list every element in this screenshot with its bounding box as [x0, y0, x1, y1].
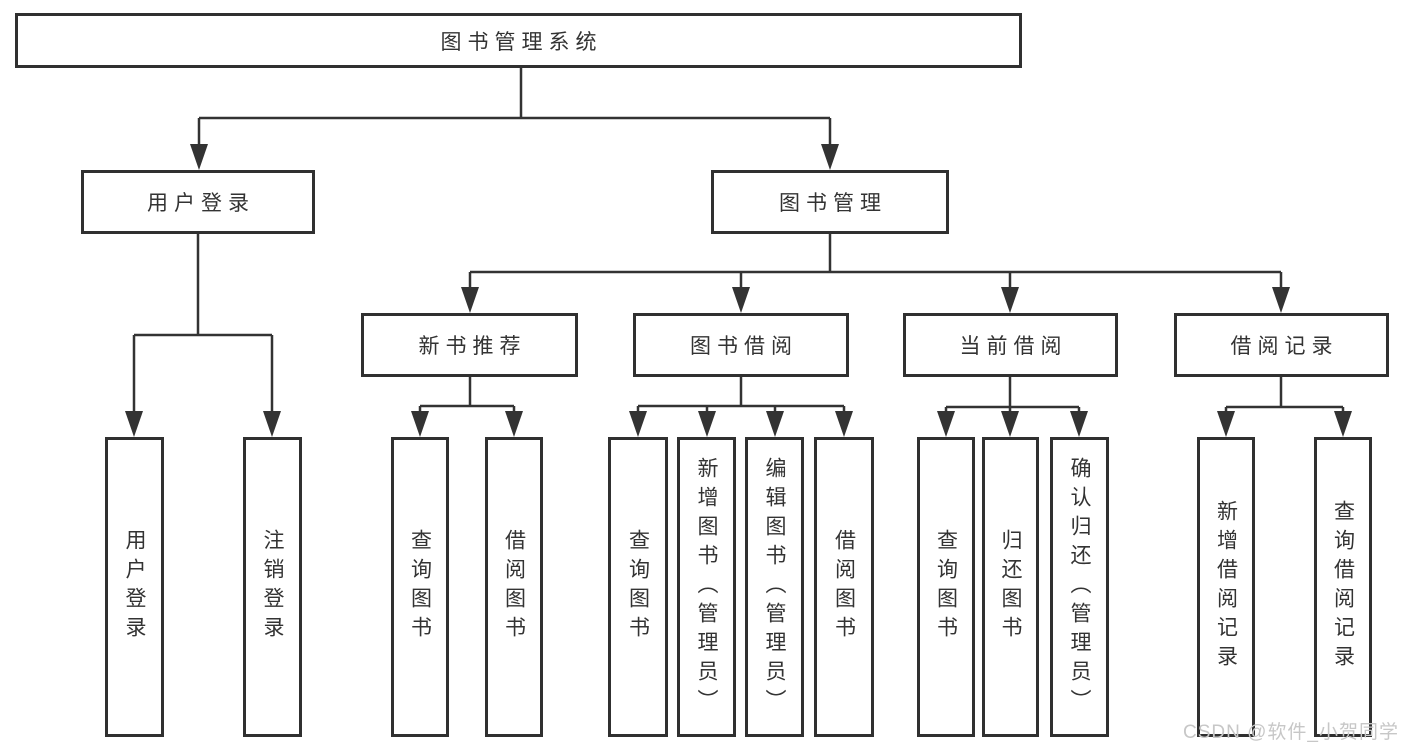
- node-box-leaf-borrow-books-recommend: 借阅图书: [485, 437, 543, 737]
- node-box-leaf-confirm-return-admin: 确认归还（管理员）: [1050, 437, 1109, 737]
- node-box-leaf-borrow-books: 借阅图书: [814, 437, 874, 737]
- node-label-leaf-edit-books-admin: 编辑图书（管理员）: [763, 456, 786, 718]
- node-box-leaf-user-login: 用户登录: [105, 437, 164, 737]
- node-label-current-borrow: 当前借阅: [959, 335, 1068, 358]
- connector-user-login-to-leaves: [125, 234, 281, 437]
- node-box-user-login: 用户登录: [81, 170, 315, 234]
- node-box-leaf-add-books-admin: 新增图书（管理员）: [677, 437, 736, 737]
- node-box-borrow-records: 借阅记录: [1174, 313, 1389, 377]
- node-label-borrow-records: 借阅记录: [1230, 335, 1339, 358]
- node-label-leaf-query-books-borrow: 查询图书: [626, 529, 650, 645]
- node-box-book-management: 图书管理: [711, 170, 949, 234]
- node-label-library-management-system: 图书管理系统: [440, 30, 603, 54]
- node-box-library-management-system: 图书管理系统: [15, 13, 1022, 68]
- node-box-book-borrow: 图书借阅: [633, 313, 849, 377]
- connector-new-book-recommend-to-leaves: [411, 377, 523, 437]
- node-label-book-borrow: 图书借阅: [690, 335, 798, 358]
- node-label-leaf-user-login: 用户登录: [123, 529, 146, 645]
- node-label-leaf-logout: 注销登录: [261, 529, 284, 645]
- node-box-leaf-query-borrow-record: 查询借阅记录: [1314, 437, 1372, 737]
- node-label-user-login: 用户登录: [147, 192, 255, 215]
- node-label-new-book-recommend: 新书推荐: [418, 335, 527, 358]
- node-box-leaf-return-books: 归还图书: [982, 437, 1039, 737]
- node-label-leaf-borrow-books: 借阅图书: [832, 529, 856, 645]
- node-label-leaf-query-books-current: 查询图书: [934, 529, 958, 645]
- node-box-leaf-query-books-current: 查询图书: [917, 437, 975, 737]
- csdn-watermark: CSDN @软件_小贺同学: [1183, 722, 1399, 743]
- connector-book-borrow-to-leaves: [629, 377, 853, 437]
- node-box-new-book-recommend: 新书推荐: [361, 313, 578, 377]
- node-box-leaf-add-borrow-record: 新增借阅记录: [1197, 437, 1255, 737]
- connector-borrow-records-to-leaves: [1217, 377, 1352, 437]
- connector-book-management-to-level2: [461, 234, 1290, 313]
- node-box-leaf-query-books-borrow: 查询图书: [608, 437, 668, 737]
- node-box-leaf-logout: 注销登录: [243, 437, 302, 737]
- node-box-leaf-edit-books-admin: 编辑图书（管理员）: [745, 437, 804, 737]
- connector-root-to-level1: [190, 68, 839, 170]
- connector-current-borrow-to-leaves: [937, 377, 1088, 437]
- node-label-leaf-return-books: 归还图书: [999, 529, 1022, 645]
- node-label-leaf-add-books-admin: 新增图书（管理员）: [695, 456, 718, 718]
- node-label-leaf-borrow-books-recommend: 借阅图书: [502, 529, 526, 645]
- node-label-book-management: 图书管理: [779, 192, 887, 215]
- node-label-leaf-query-books-recommend: 查询图书: [408, 529, 432, 645]
- node-label-leaf-add-borrow-record: 新增借阅记录: [1214, 500, 1238, 674]
- node-box-current-borrow: 当前借阅: [903, 313, 1118, 377]
- node-label-leaf-confirm-return-admin: 确认归还（管理员）: [1068, 456, 1091, 718]
- node-box-leaf-query-books-recommend: 查询图书: [391, 437, 449, 737]
- node-label-leaf-query-borrow-record: 查询借阅记录: [1331, 500, 1355, 674]
